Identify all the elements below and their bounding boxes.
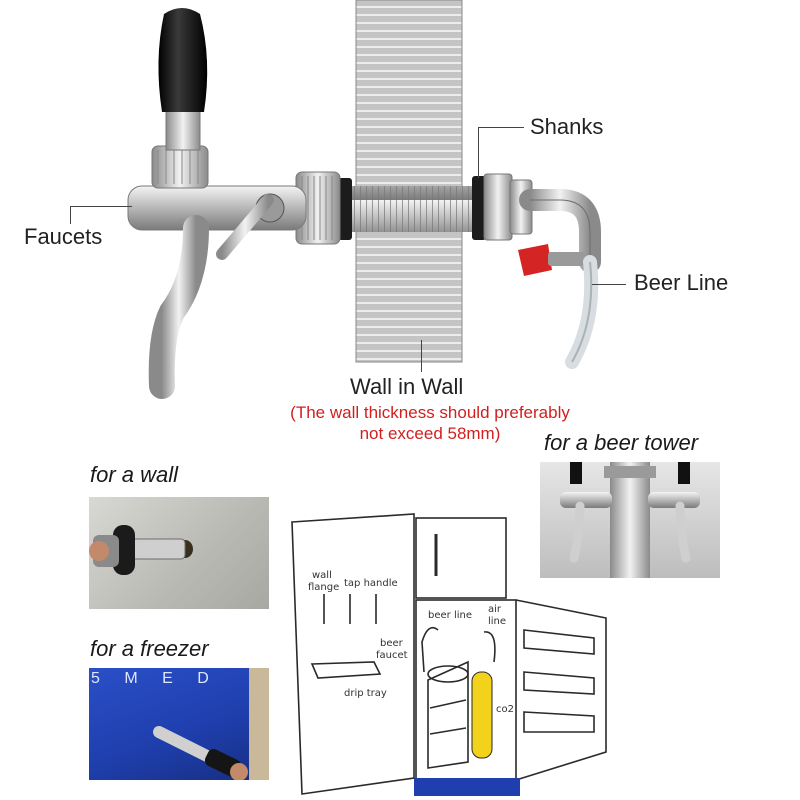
shanks-label: Shanks bbox=[530, 114, 604, 139]
wall-note-line-1: (The wall thickness should preferably bbox=[290, 403, 570, 422]
beer-tower-art bbox=[560, 462, 700, 578]
dg-wall-flange-1: wall bbox=[312, 570, 332, 581]
wall-thickness-note: (The wall thickness should preferably no… bbox=[240, 402, 620, 444]
wall-leader bbox=[421, 340, 422, 372]
dg-wall-flange-2: flange bbox=[308, 582, 339, 593]
beer-tower-photo bbox=[540, 462, 720, 578]
dg-air-line-2: line bbox=[488, 616, 506, 627]
wall-photo-art bbox=[89, 525, 193, 575]
beer-line-leader bbox=[592, 284, 626, 285]
kegerator-diagram: wall flange tap handle beer line air lin… bbox=[291, 513, 607, 796]
dg-beer-line: beer line bbox=[428, 610, 472, 621]
wall-in-wall-label: Wall in Wall bbox=[350, 374, 464, 399]
wall-photo bbox=[89, 497, 269, 609]
shank-thread bbox=[346, 186, 496, 232]
shanks-leader-v bbox=[478, 127, 479, 178]
dg-drip-tray: drip tray bbox=[344, 688, 387, 699]
faucets-label: Faucets bbox=[24, 224, 103, 249]
co2-tank bbox=[471, 671, 493, 759]
faucet-spout bbox=[148, 215, 209, 399]
for-beer-tower-label: for a beer tower bbox=[544, 430, 699, 455]
faucets-leader-v bbox=[70, 206, 71, 224]
freezer-photo-art bbox=[153, 668, 269, 780]
dg-beer-faucet-2: faucet bbox=[376, 650, 408, 661]
faucet-shank-illustration bbox=[127, 0, 601, 399]
freezer-photo: 5 M E D bbox=[89, 668, 269, 780]
wall-block bbox=[355, 0, 463, 363]
for-freezer-label: for a freezer bbox=[90, 636, 209, 661]
tap-knob bbox=[158, 8, 208, 112]
beer-line-label: Beer Line bbox=[634, 270, 729, 295]
freezer-photo-text: 5 M E D bbox=[91, 670, 219, 687]
dg-tap-handle: tap handle bbox=[344, 578, 398, 589]
dg-air-line-1: air bbox=[488, 604, 502, 615]
for-wall-label: for a wall bbox=[90, 462, 179, 487]
shanks-leader-h bbox=[478, 127, 524, 128]
dg-co2: co2 bbox=[496, 704, 514, 715]
faucets-leader bbox=[70, 206, 132, 207]
wall-note-line-2: not exceed 58mm) bbox=[359, 424, 501, 443]
dg-beer-faucet-1: beer bbox=[380, 638, 404, 649]
